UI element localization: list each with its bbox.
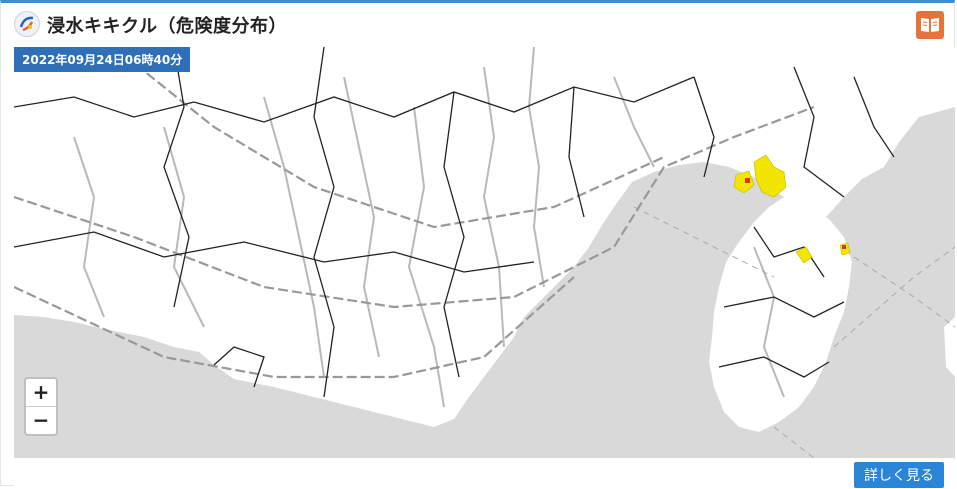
zoom-control: + −: [24, 377, 58, 436]
kikikuru-logo-icon: [14, 11, 40, 37]
panel-footer: 詳しく見る: [14, 459, 955, 489]
map-canvas[interactable]: [14, 47, 955, 458]
flood-risk-map[interactable]: 2022年09月24日06時40分 + −: [14, 47, 955, 458]
zoom-out-button[interactable]: −: [26, 406, 56, 434]
zoom-in-button[interactable]: +: [32, 380, 50, 404]
guide-button[interactable]: [916, 11, 944, 39]
book-icon: [921, 18, 939, 32]
warning-red-areas: [745, 178, 846, 249]
observation-timestamp: 2022年09月24日06時40分: [14, 47, 191, 72]
panel-title: 浸水キキクル（危険度分布）: [47, 16, 287, 37]
panel-header: 浸水キキクル（危険度分布）: [1, 3, 954, 47]
izu-peninsula: [709, 197, 852, 432]
detail-button[interactable]: 詳しく見る: [854, 462, 944, 488]
